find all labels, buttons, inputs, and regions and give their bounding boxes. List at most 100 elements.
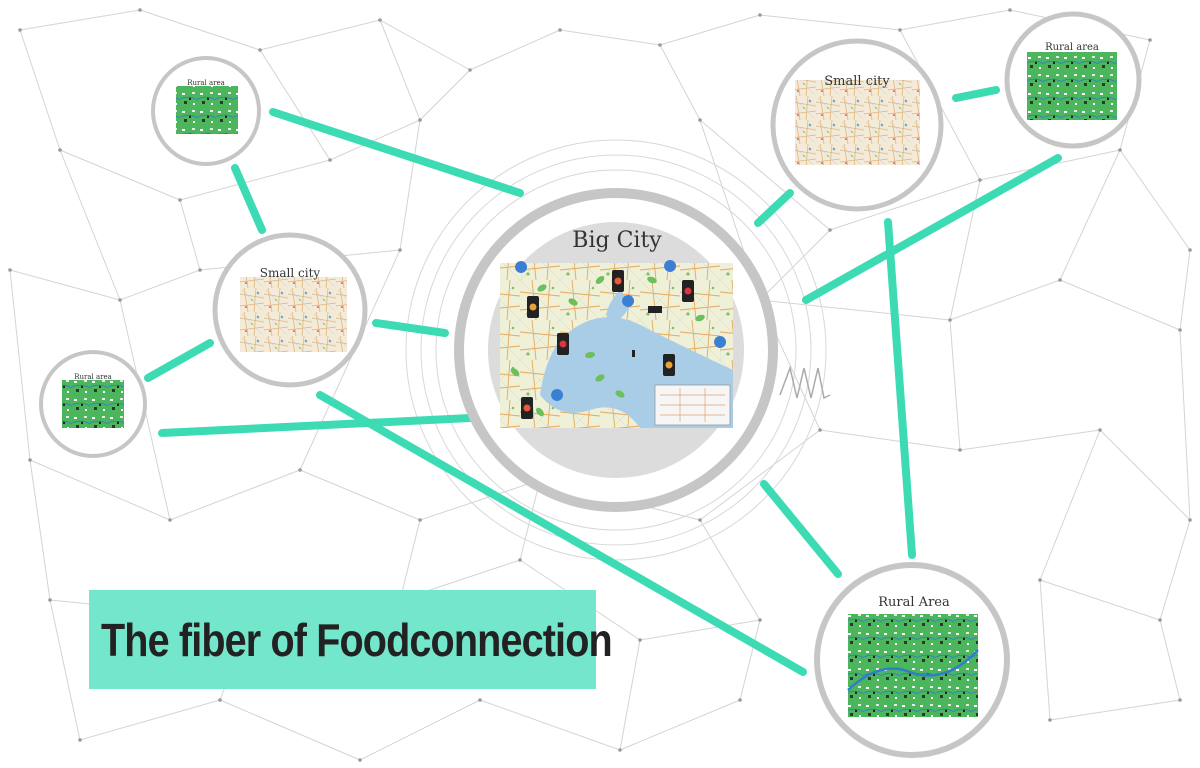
node-rural-bottom-right[interactable] [814, 562, 1010, 758]
web-line [759, 299, 951, 321]
web-line [259, 49, 331, 161]
phone-icon [682, 280, 694, 302]
web-node-dot [698, 518, 702, 522]
web-line [399, 519, 421, 601]
web-line [1119, 149, 1191, 251]
rural-top-left-label: Rural area [187, 79, 225, 87]
node-rural-top-left[interactable] [151, 56, 261, 166]
connector-big-to-rural-br [760, 480, 842, 578]
web-node-dot [18, 28, 22, 32]
connector-big-to-small-right [754, 189, 794, 227]
node-rural-top-right[interactable] [1004, 11, 1142, 149]
connector-rural-left-to-big [158, 414, 474, 437]
zigzag-decoration [779, 365, 831, 400]
background-network [8, 8, 1192, 762]
web-line [1039, 579, 1161, 621]
web-node-dot [218, 698, 222, 702]
web-line [1049, 699, 1181, 721]
web-line [19, 9, 141, 31]
web-node-dot [328, 158, 332, 162]
web-node-dot [828, 228, 832, 232]
small-city-right-label: Small city [824, 74, 890, 89]
web-line [479, 699, 621, 751]
web-line [299, 249, 401, 471]
web-line [1059, 279, 1181, 331]
node-small-city-left[interactable] [212, 232, 368, 388]
web-line [119, 269, 201, 301]
big-city-halo-rings [405, 139, 827, 561]
web-line [639, 619, 761, 641]
web-node-dot [138, 8, 142, 12]
connector-rural-tl-to-small-left [231, 164, 266, 234]
web-line [29, 459, 171, 521]
web-node-dot [1048, 718, 1052, 722]
web-line [179, 199, 201, 271]
marker-icon [632, 350, 635, 357]
rural-left-map [62, 380, 124, 428]
connector-big-to-rural-tr [802, 154, 1062, 304]
web-line [949, 279, 1061, 321]
node-small-city-right[interactable] [770, 38, 944, 212]
web-line [1099, 429, 1191, 521]
web-node-dot [758, 618, 762, 622]
web-node-dot [198, 268, 202, 272]
web-node-dot [558, 28, 562, 32]
web-line [79, 699, 221, 741]
web-node-dot [758, 13, 762, 17]
phone-icon [521, 397, 533, 419]
web-node-dot [48, 598, 52, 602]
web-line [829, 179, 981, 231]
web-line [469, 29, 561, 71]
web-node-dot [1118, 148, 1122, 152]
web-line [29, 459, 51, 601]
web-node-dot [1158, 618, 1162, 622]
leaf-icons [510, 276, 705, 417]
web-line [399, 119, 421, 251]
web-node-dot [468, 68, 472, 72]
web-line [9, 269, 121, 301]
web-node-dot [958, 448, 962, 452]
web-node-dot [1058, 278, 1062, 282]
web-line [379, 19, 421, 121]
web-line [59, 149, 181, 201]
web-line [1039, 579, 1051, 721]
web-line [19, 29, 61, 151]
map-pin-icon [664, 260, 677, 290]
phone-icon [663, 354, 675, 376]
web-node-dot [418, 118, 422, 122]
web-line [619, 639, 641, 751]
web-line [419, 69, 471, 121]
web-node-dot [478, 698, 482, 702]
web-line [49, 599, 81, 741]
connectors [144, 86, 1062, 676]
web-line [739, 619, 761, 701]
rural-top-right-label: Rural area [1045, 42, 1099, 53]
web-node-dot [258, 48, 262, 52]
web-node-dot [898, 28, 902, 32]
web-line [699, 119, 831, 231]
connector-small-right-to-rural-br [884, 218, 916, 559]
web-node-dot [818, 428, 822, 432]
web-node-dot [1098, 428, 1102, 432]
truck-icon [648, 306, 662, 313]
node-big-city[interactable] [454, 188, 778, 512]
web-line [1179, 329, 1191, 521]
web-node-dot [618, 748, 622, 752]
map-pin-icons [515, 260, 727, 419]
node-rural-left[interactable] [39, 350, 147, 458]
web-line [59, 149, 121, 301]
map-pin-icon [551, 389, 564, 419]
map-pin-icon [714, 336, 727, 366]
connector-rural-tl-to-big [269, 108, 524, 197]
web-line [959, 429, 1101, 451]
web-line [329, 119, 421, 161]
rural-top-right-map [1027, 52, 1117, 120]
web-node-dot [1178, 698, 1182, 702]
title-banner: The fiber of Foodconnection [89, 590, 613, 689]
web-line [9, 269, 31, 461]
web-line [1179, 249, 1191, 331]
web-line [659, 14, 761, 46]
phone-icon [557, 333, 569, 355]
big-city-label: Big City [572, 228, 662, 253]
web-line [1039, 429, 1101, 581]
